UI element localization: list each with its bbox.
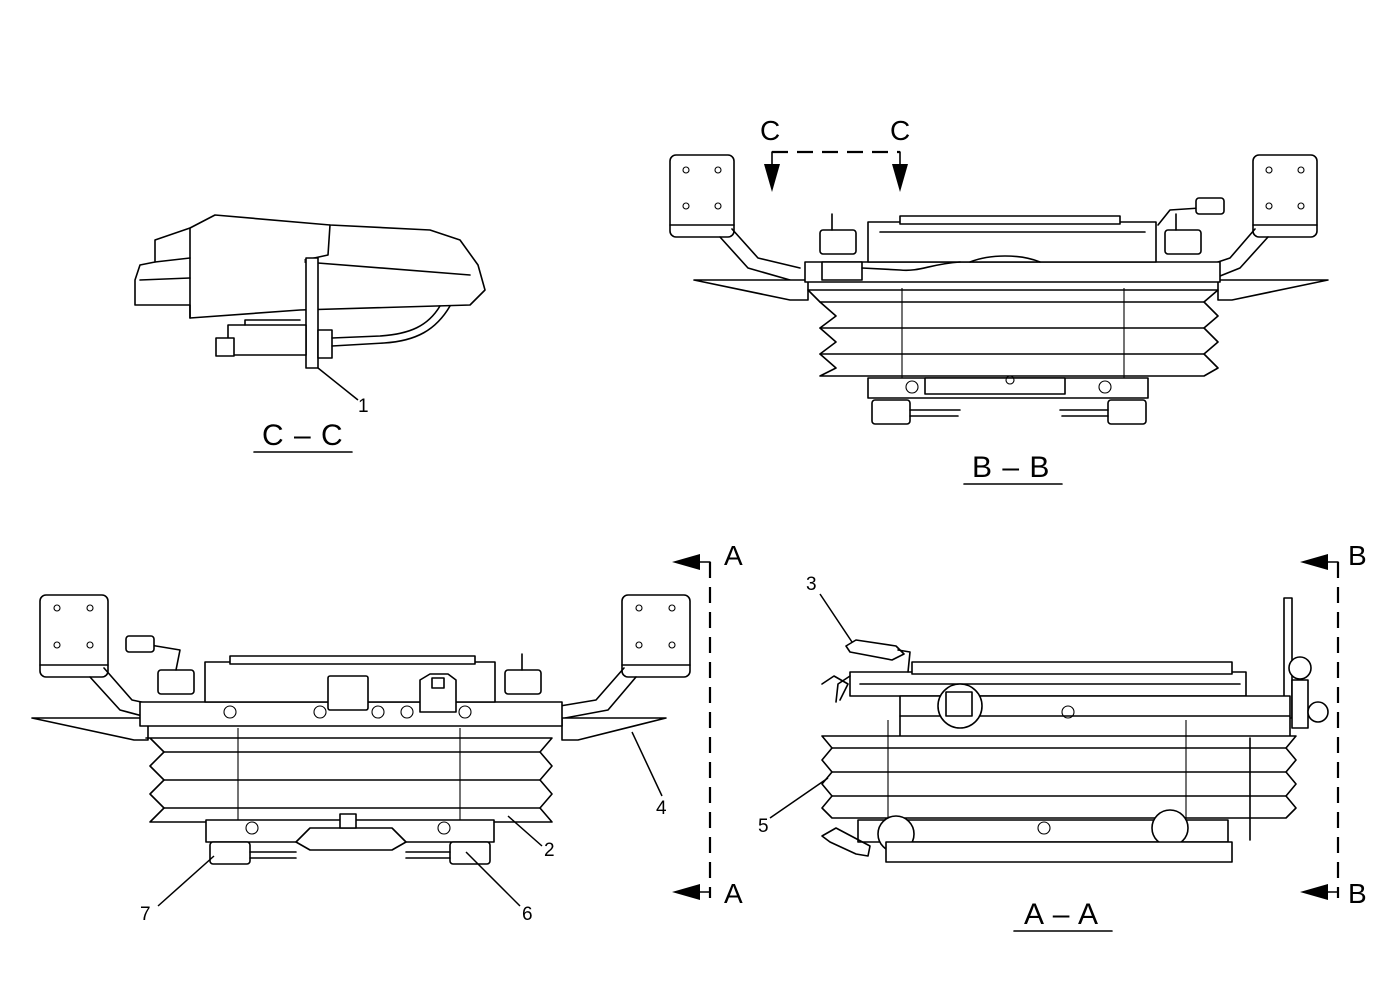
section-letter-c-right: C <box>890 115 910 146</box>
section-arrow-b-top <box>1300 554 1328 570</box>
view-a-a: B B 3 <box>758 540 1367 932</box>
section-letter-b-top: B <box>1348 540 1367 571</box>
section-arrow-a-bottom <box>672 884 700 900</box>
callout-2: 2 <box>544 840 555 861</box>
view-b-b: C C <box>669 115 1329 485</box>
callout-3: 3 <box>806 574 817 595</box>
section-arrow-c-right <box>892 164 908 192</box>
view-title-b-b: B – B <box>972 451 1050 484</box>
section-letter-a-top: A <box>724 540 743 571</box>
callout-1: 1 <box>358 396 369 417</box>
section-letter-c-left: C <box>760 115 780 146</box>
callout-5: 5 <box>758 816 769 837</box>
section-letter-b-bottom: B <box>1348 878 1367 909</box>
section-arrow-c-left <box>764 164 780 192</box>
view-title-c-c: C – C <box>262 419 344 452</box>
section-arrow-b-bottom <box>1300 884 1328 900</box>
callout-7: 7 <box>140 904 151 925</box>
callout-6: 6 <box>522 904 533 925</box>
view-front: A A <box>31 540 743 925</box>
view-title-a-a: A – A <box>1024 898 1099 931</box>
section-letter-a-bottom: A <box>724 878 743 909</box>
section-arrow-a-top <box>672 554 700 570</box>
callout-4: 4 <box>656 798 667 819</box>
view-c-c: 1 C – C <box>134 214 486 453</box>
